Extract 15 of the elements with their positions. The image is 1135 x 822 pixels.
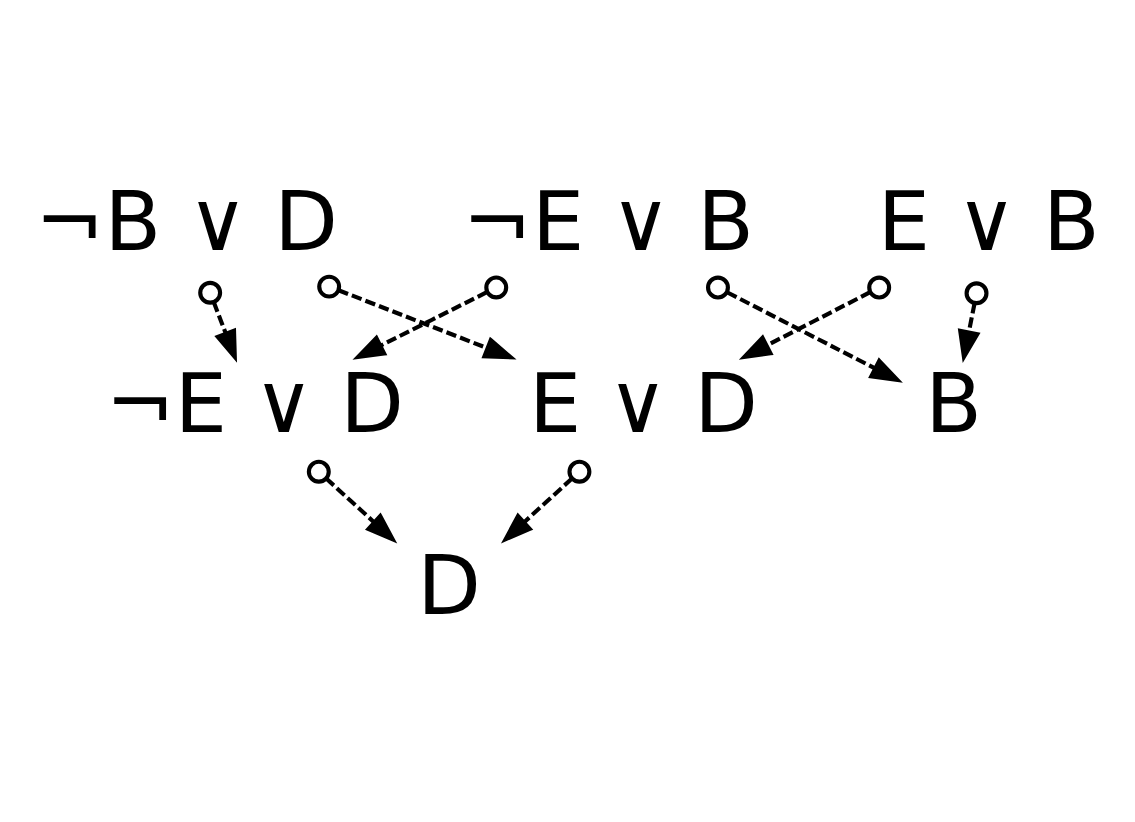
node-text: E ∨ D	[528, 354, 759, 452]
arrow	[306, 459, 398, 544]
node-text: B	[925, 354, 983, 452]
arrow	[705, 275, 903, 383]
node-text: ¬B ∨ D	[35, 172, 338, 270]
node-text: ¬E ∨ B	[462, 172, 755, 270]
arrow	[198, 280, 238, 363]
node-text: D	[417, 536, 481, 634]
arrow	[317, 274, 517, 360]
arrow	[738, 275, 892, 360]
node-text: E ∨ B	[877, 172, 1100, 270]
node-text: ¬E ∨ D	[105, 354, 404, 452]
arrow	[957, 281, 989, 364]
arrow	[352, 275, 509, 360]
arrow	[500, 459, 592, 544]
